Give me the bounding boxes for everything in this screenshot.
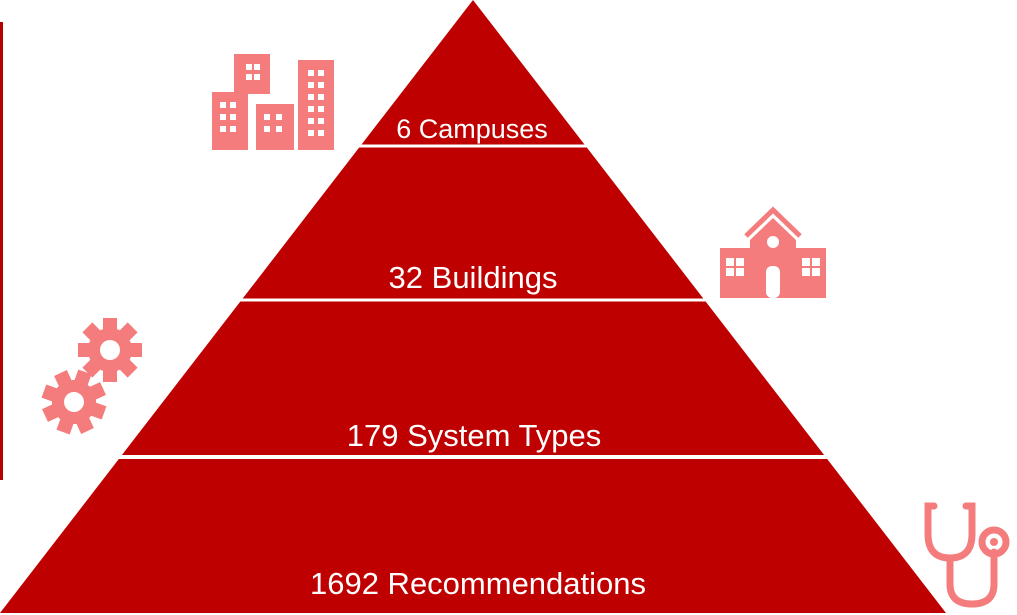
pyramid-shape — [0, 0, 946, 613]
city-buildings-icon — [212, 54, 334, 150]
left-accent-rule — [0, 22, 3, 480]
tier-label-buildings: 32 Buildings — [388, 260, 558, 295]
school-building-icon — [720, 206, 826, 298]
tier-label-system-types: 179 System Types — [346, 418, 602, 453]
tier-label-campuses: 6 Campuses — [396, 114, 548, 144]
gears-icon — [38, 318, 142, 440]
tier-label-recommendations: 1692 Recommendations — [309, 566, 647, 601]
stethoscope-icon — [924, 502, 1010, 608]
